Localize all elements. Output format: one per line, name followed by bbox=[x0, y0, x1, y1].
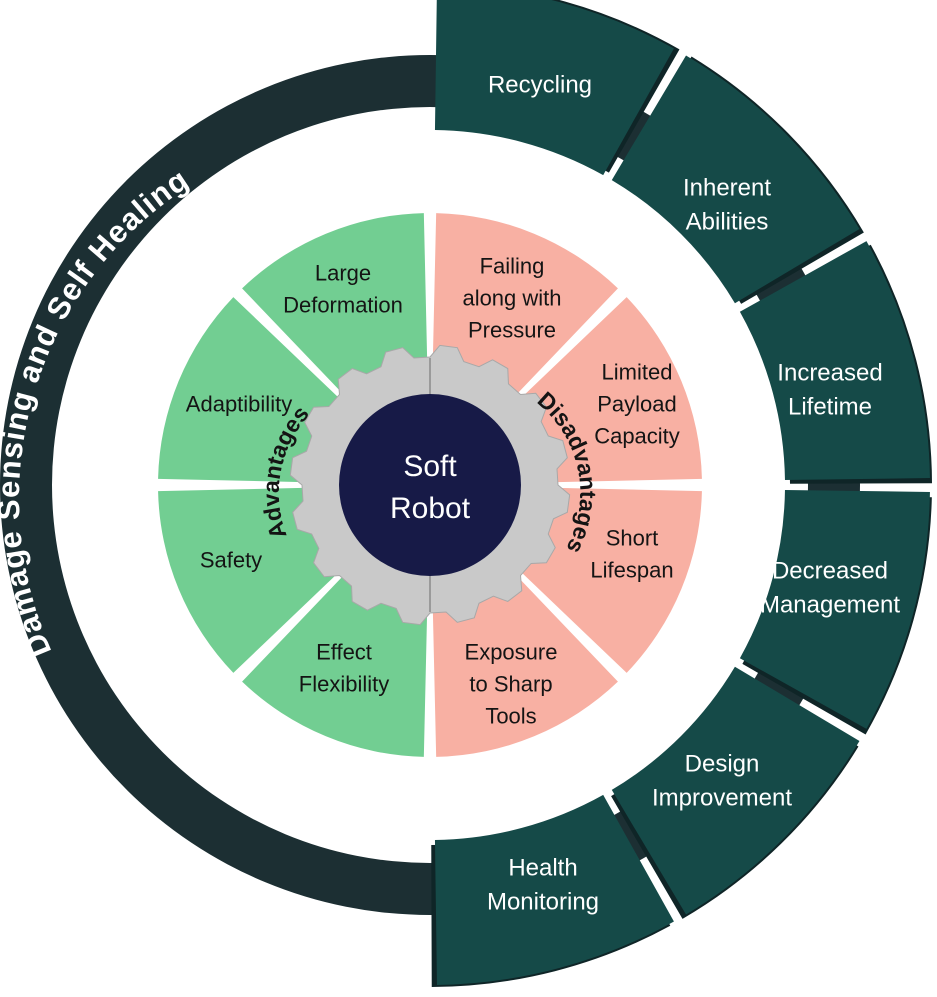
outer-segment-6-label-line-2: Monitoring bbox=[487, 888, 599, 915]
center-title-line2: Robot bbox=[390, 492, 471, 525]
outer-segment-shape bbox=[611, 55, 860, 304]
advantage-wedge-shape bbox=[242, 557, 428, 757]
disadvantage-2-label-line-3: Capacity bbox=[594, 424, 680, 449]
outer-segment-5-label-line-2: Improvement bbox=[652, 784, 792, 811]
advantage-2-label-line-1: Adaptibility bbox=[186, 392, 292, 417]
outer-segment-6-label-line-1: Health bbox=[508, 854, 577, 881]
center-circle bbox=[339, 394, 521, 576]
outer-segment-2-label-line-2: Abilities bbox=[686, 208, 769, 235]
outer-segment-2-label-line-1: Inherent bbox=[683, 174, 771, 201]
disadvantage-4-label-line-1: Exposure bbox=[465, 640, 558, 665]
advantage-3-label-line-1: Safety bbox=[200, 548, 262, 573]
outer-segment-4-label-line-2: Management bbox=[760, 591, 900, 618]
disadvantage-wedge-shape bbox=[502, 487, 702, 673]
disadvantage-4-label-line-3: Tools bbox=[485, 704, 536, 729]
outer-segment-3-label-line-2: Lifetime bbox=[788, 393, 872, 420]
outer-segment-5-label-line-1: Design bbox=[685, 750, 760, 777]
outer-segment-shape bbox=[739, 241, 930, 481]
outer-segments: RecyclingInherentAbilitiesIncreasedLifet… bbox=[431, 0, 932, 987]
advantage-wedge-shape bbox=[242, 213, 428, 413]
disadvantage-wedge-shape bbox=[502, 297, 702, 483]
advantage-wedge-shape bbox=[158, 297, 358, 483]
disadvantage-2-label-line-2: Payload bbox=[597, 392, 677, 417]
advantage-wedge-3: Safety bbox=[158, 487, 358, 673]
outer-ring-label: Damage Sensing and Self Healing bbox=[0, 162, 195, 663]
advantage-wedge-shape bbox=[158, 487, 358, 673]
center-title-line1: Soft bbox=[403, 450, 457, 483]
outer-segment-1: Recycling bbox=[434, 0, 680, 176]
disadvantage-3-label-line-1: Short bbox=[606, 526, 659, 551]
advantage-4-label-line-1: Effect bbox=[316, 640, 372, 665]
disadvantage-wedge-shape bbox=[432, 557, 618, 757]
disadvantage-4-label-line-2: to Sharp bbox=[469, 672, 552, 697]
outer-segment-4-label-line-1: Decreased bbox=[772, 557, 888, 584]
outer-segment-3-label-line-1: Increased bbox=[777, 359, 882, 386]
outer-segment-shape bbox=[739, 489, 930, 729]
outer-segment-shape bbox=[611, 666, 860, 915]
disadvantage-2-label-line-1: Limited bbox=[602, 360, 673, 385]
outer-segment-1-label-line-1: Recycling bbox=[488, 71, 592, 98]
disadvantage-wedge-shape bbox=[432, 213, 618, 413]
advantage-1-label-line-2: Deformation bbox=[283, 293, 403, 318]
disadvantage-1-label-line-1: Failing bbox=[480, 254, 545, 279]
disadvantage-3-label-line-2: Lifespan bbox=[590, 558, 673, 583]
outer-segment-shape bbox=[434, 794, 674, 985]
disadvantage-1-label-line-3: Pressure bbox=[468, 318, 556, 343]
outer-segment-shape bbox=[434, 0, 674, 176]
advantage-1-label-line-1: Large bbox=[315, 261, 371, 286]
advantage-4-label-line-2: Flexibility bbox=[299, 672, 389, 697]
inner-wedges: LargeDeformationAdaptibilitySafetyEffect… bbox=[158, 213, 702, 757]
disadvantage-1-label-line-2: along with bbox=[462, 286, 561, 311]
advantage-wedge-2: Adaptibility bbox=[158, 297, 358, 483]
